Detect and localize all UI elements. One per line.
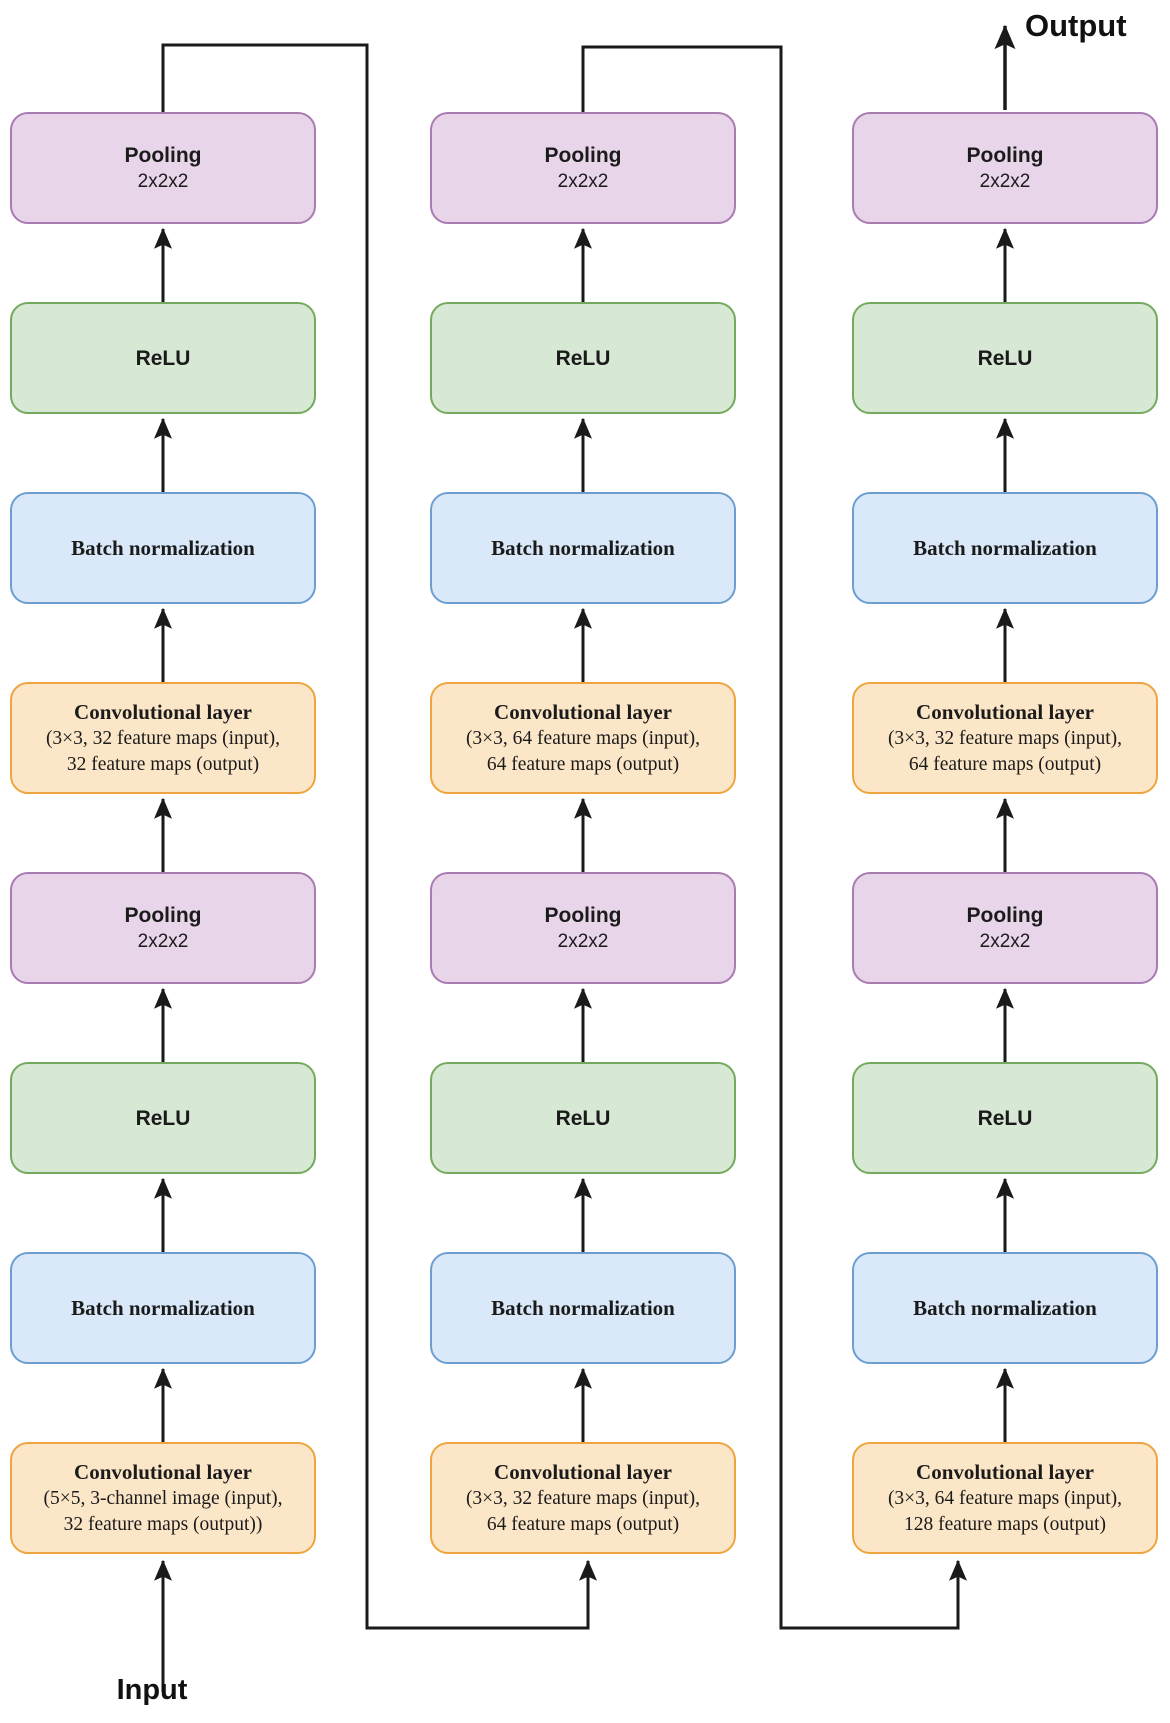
- box-title: Batch normalization: [71, 535, 255, 560]
- box-subtitle: 2x2x2: [137, 930, 189, 952]
- pooling-box: Pooling 2x2x2: [10, 872, 316, 984]
- box-title: Convolutional layer: [74, 1459, 252, 1484]
- batchnorm-box: Batch normalization: [430, 492, 736, 604]
- box-title: ReLU: [555, 1106, 611, 1130]
- box-title: Batch normalization: [71, 1295, 255, 1320]
- relu-box: ReLU: [430, 302, 736, 414]
- box-detail: 64 feature maps (output): [908, 753, 1102, 775]
- batchnorm-box: Batch normalization: [10, 1252, 316, 1364]
- box-title: Pooling: [966, 143, 1044, 167]
- box-detail: 64 feature maps (output): [486, 753, 680, 775]
- output-label: Output: [1025, 8, 1127, 43]
- conv-box: Convolutional layer (3×3, 32 feature map…: [852, 682, 1158, 794]
- box-title: Convolutional layer: [494, 699, 672, 724]
- box-detail: 32 feature maps (output)): [63, 1513, 263, 1535]
- conv-box: Convolutional layer (3×3, 64 feature map…: [852, 1442, 1158, 1554]
- box-detail: (3×3, 32 feature maps (input),: [887, 727, 1123, 749]
- box-title: Convolutional layer: [74, 699, 252, 724]
- box-title: Pooling: [544, 903, 622, 927]
- pooling-box: Pooling 2x2x2: [430, 112, 736, 224]
- batchnorm-box: Batch normalization: [852, 492, 1158, 604]
- box-title: ReLU: [555, 346, 611, 370]
- box-title: Convolutional layer: [916, 1459, 1094, 1484]
- box-subtitle: 2x2x2: [557, 930, 609, 952]
- box-title: ReLU: [135, 1106, 191, 1130]
- conv-box: Convolutional layer (3×3, 32 feature map…: [430, 1442, 736, 1554]
- pooling-box: Pooling 2x2x2: [852, 872, 1158, 984]
- pooling-box: Pooling 2x2x2: [10, 112, 316, 224]
- box-subtitle: 2x2x2: [979, 170, 1031, 192]
- relu-box: ReLU: [852, 302, 1158, 414]
- batchnorm-box: Batch normalization: [430, 1252, 736, 1364]
- conv-box: Convolutional layer (5×5, 3-channel imag…: [10, 1442, 316, 1554]
- connector-col2-to-col3: [581, 45, 967, 1630]
- box-subtitle: 2x2x2: [979, 930, 1031, 952]
- relu-box: ReLU: [10, 302, 316, 414]
- relu-box: ReLU: [430, 1062, 736, 1174]
- box-detail: 128 feature maps (output): [904, 1513, 1106, 1535]
- box-detail: (5×5, 3-channel image (input),: [43, 1487, 283, 1509]
- box-detail: (3×3, 64 feature maps (input),: [887, 1487, 1123, 1509]
- relu-box: ReLU: [10, 1062, 316, 1174]
- box-title: Convolutional layer: [494, 1459, 672, 1484]
- connector-col1-to-col2: [161, 43, 597, 1630]
- box-title: Batch normalization: [913, 535, 1097, 560]
- box-subtitle: 2x2x2: [137, 170, 189, 192]
- conv-box: Convolutional layer (3×3, 32 feature map…: [10, 682, 316, 794]
- box-detail: (3×3, 32 feature maps (input),: [45, 727, 281, 749]
- box-title: ReLU: [977, 1106, 1033, 1130]
- box-title: Batch normalization: [913, 1295, 1097, 1320]
- box-title: ReLU: [977, 346, 1033, 370]
- pooling-box: Pooling 2x2x2: [852, 112, 1158, 224]
- box-title: Batch normalization: [491, 1295, 675, 1320]
- box-detail: 64 feature maps (output): [486, 1513, 680, 1535]
- box-title: Pooling: [124, 143, 202, 167]
- box-title: ReLU: [135, 346, 191, 370]
- box-subtitle: 2x2x2: [557, 170, 609, 192]
- box-title: Convolutional layer: [916, 699, 1094, 724]
- batchnorm-box: Batch normalization: [10, 492, 316, 604]
- conv-box: Convolutional layer (3×3, 64 feature map…: [430, 682, 736, 794]
- box-detail: (3×3, 32 feature maps (input),: [465, 1487, 701, 1509]
- box-title: Batch normalization: [491, 535, 675, 560]
- box-title: Pooling: [544, 143, 622, 167]
- relu-box: ReLU: [852, 1062, 1158, 1174]
- box-title: Pooling: [966, 903, 1044, 927]
- batchnorm-box: Batch normalization: [852, 1252, 1158, 1364]
- box-detail: (3×3, 64 feature maps (input),: [465, 727, 701, 749]
- box-detail: 32 feature maps (output): [66, 753, 260, 775]
- input-label: Input: [116, 1674, 188, 1706]
- pooling-box: Pooling 2x2x2: [430, 872, 736, 984]
- box-title: Pooling: [124, 903, 202, 927]
